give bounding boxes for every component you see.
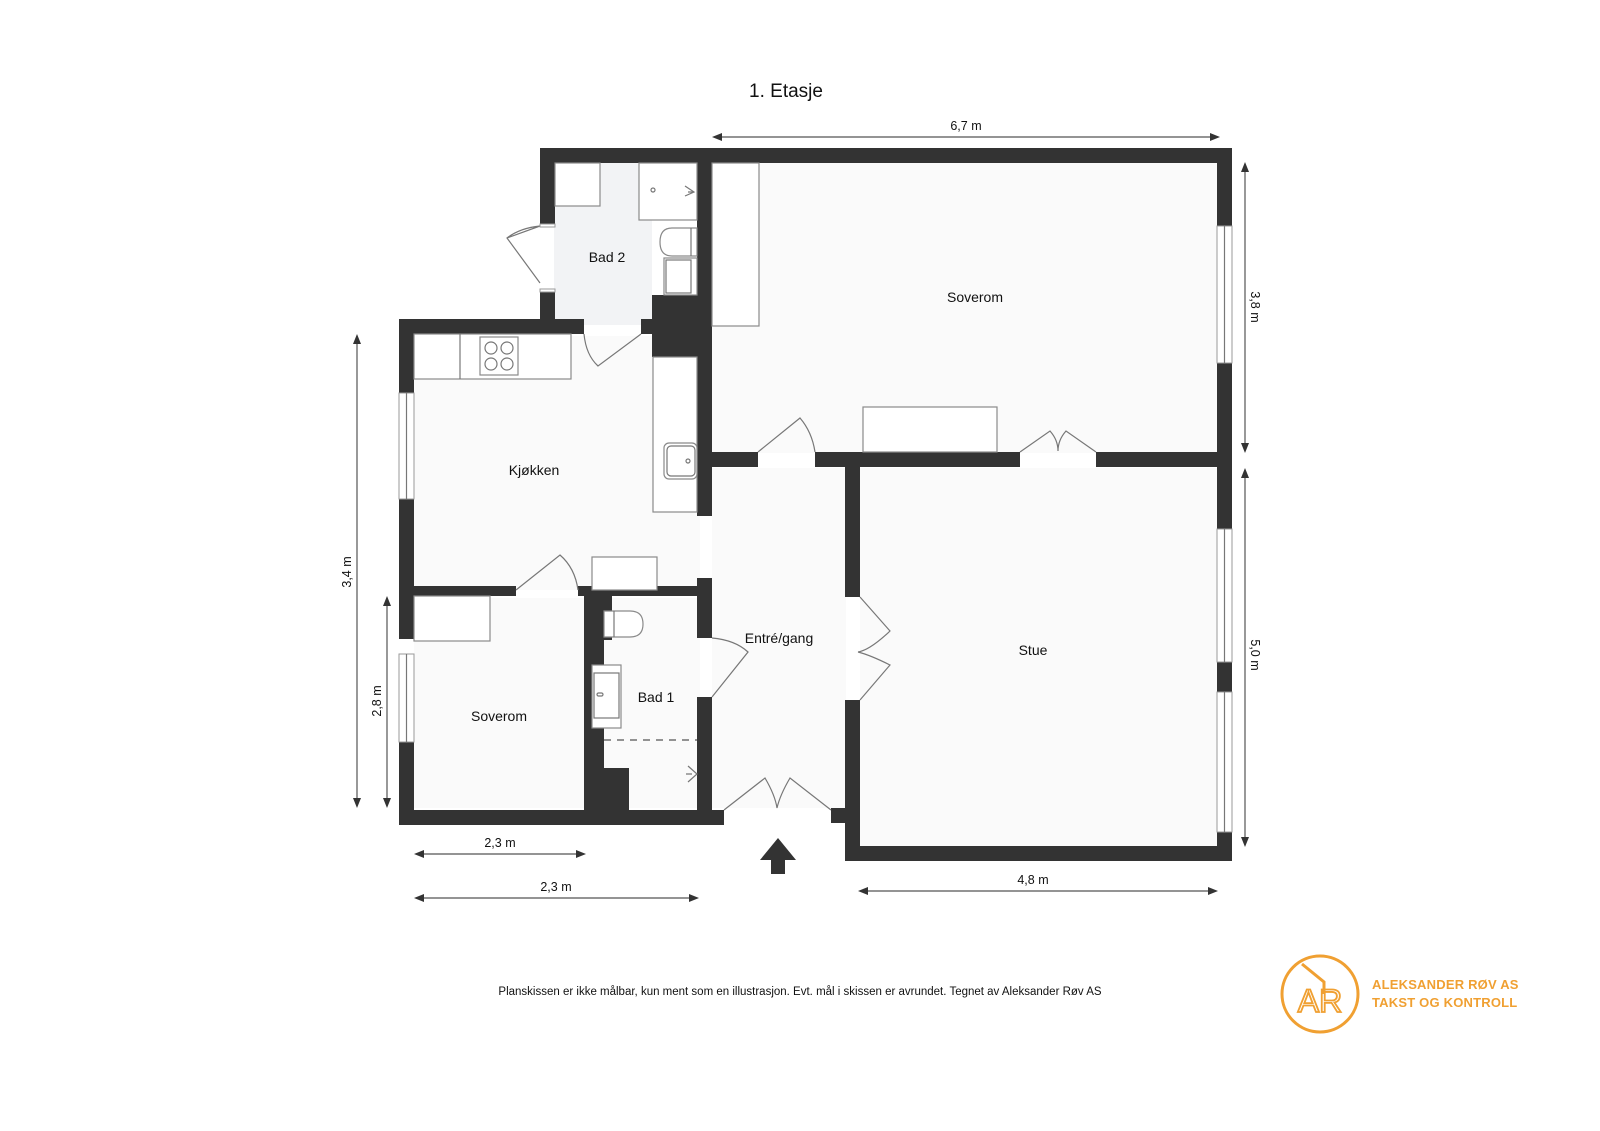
room-label-kjokken: Kjøkken — [509, 462, 560, 478]
door-bad2-kjokken — [583, 333, 642, 367]
desk-soverom — [862, 406, 998, 453]
burner-icon — [484, 341, 498, 355]
room-label-soverom-small: Soverom — [471, 708, 527, 724]
dim-bottom-outer: 2,3 m — [540, 880, 571, 894]
appliance-kjokken — [591, 556, 658, 591]
logo-line1: ALEKSANDER RØV AS — [1372, 977, 1519, 992]
shower-head-icon-bad1 — [686, 765, 698, 783]
logo-line2: TAKST OG KONTROLL — [1372, 995, 1518, 1010]
wardrobe-soverom — [711, 162, 760, 327]
room-labels: Bad 2 Soverom Kjøkken Entré/gang Stue So… — [471, 249, 1048, 724]
walls — [399, 148, 1232, 861]
floors — [414, 163, 1218, 846]
floor-stue — [860, 468, 1218, 846]
wardrobe-soverom-small — [413, 595, 491, 642]
fixtures — [413, 162, 998, 783]
room-label-stue: Stue — [1019, 642, 1048, 658]
sink-bad2 — [663, 257, 698, 296]
toilet-bad1 — [603, 610, 644, 638]
dim-bottom-inner: 2,3 m — [484, 836, 515, 850]
door-stue-entre — [857, 596, 891, 701]
dim-left-inner: 2,8 m — [370, 685, 384, 716]
door-entrance — [723, 777, 832, 811]
burner-icon — [500, 341, 514, 355]
door-bad2-exterior — [506, 225, 541, 284]
svg-text:AR: AR — [1298, 983, 1342, 1019]
toilet-bad2 — [659, 227, 698, 257]
footer-disclaimer: Planskissen er ikke målbar, kun ment som… — [498, 986, 1102, 998]
kitchen-sink — [663, 442, 698, 480]
door-bad1 — [711, 637, 749, 698]
cabinet-bad2 — [554, 162, 601, 207]
shower-bad2 — [638, 162, 698, 221]
room-label-entre: Entré/gang — [745, 630, 814, 646]
door-soverom-entre — [757, 417, 816, 453]
burner-icon — [484, 357, 498, 371]
counter-kjokken-right — [652, 356, 698, 513]
dim-bottom-right: 4,8 m — [1017, 873, 1048, 887]
door-soverom-stue — [1019, 430, 1097, 453]
windows — [398, 225, 1233, 833]
dim-top-width: 6,7 m — [950, 119, 981, 133]
plan-title: 1. Etasje — [749, 81, 823, 102]
dimensions: 6,7 m 3,8 m 5,0 m 3,4 m 2,8 m 2,3 m 2,3 … — [340, 119, 1262, 902]
burner-icon — [500, 357, 514, 371]
room-label-soverom-large: Soverom — [947, 289, 1003, 305]
company-logo: AR ALEKSANDER RØV AS TAKST OG KONTROLL — [1278, 952, 1518, 1036]
logo-text: ALEKSANDER RØV AS TAKST OG KONTROLL — [1372, 976, 1519, 1012]
floor-soverom-large — [712, 163, 1218, 453]
floor-entre — [712, 468, 846, 808]
room-label-bad1: Bad 1 — [638, 689, 675, 705]
doors — [506, 223, 1097, 811]
door-soverom-small — [515, 554, 579, 591]
room-label-bad2: Bad 2 — [589, 249, 626, 265]
dim-right-upper: 3,8 m — [1248, 291, 1262, 322]
logo-monogram-icon: AR — [1280, 954, 1360, 1034]
entrance-arrow-icon — [760, 838, 796, 874]
dim-left-outer: 3,4 m — [340, 556, 354, 587]
stove — [479, 336, 519, 376]
shower-head-icon — [684, 185, 696, 197]
dim-right-lower: 5,0 m — [1248, 639, 1262, 670]
shower-drain-icon — [650, 187, 656, 193]
